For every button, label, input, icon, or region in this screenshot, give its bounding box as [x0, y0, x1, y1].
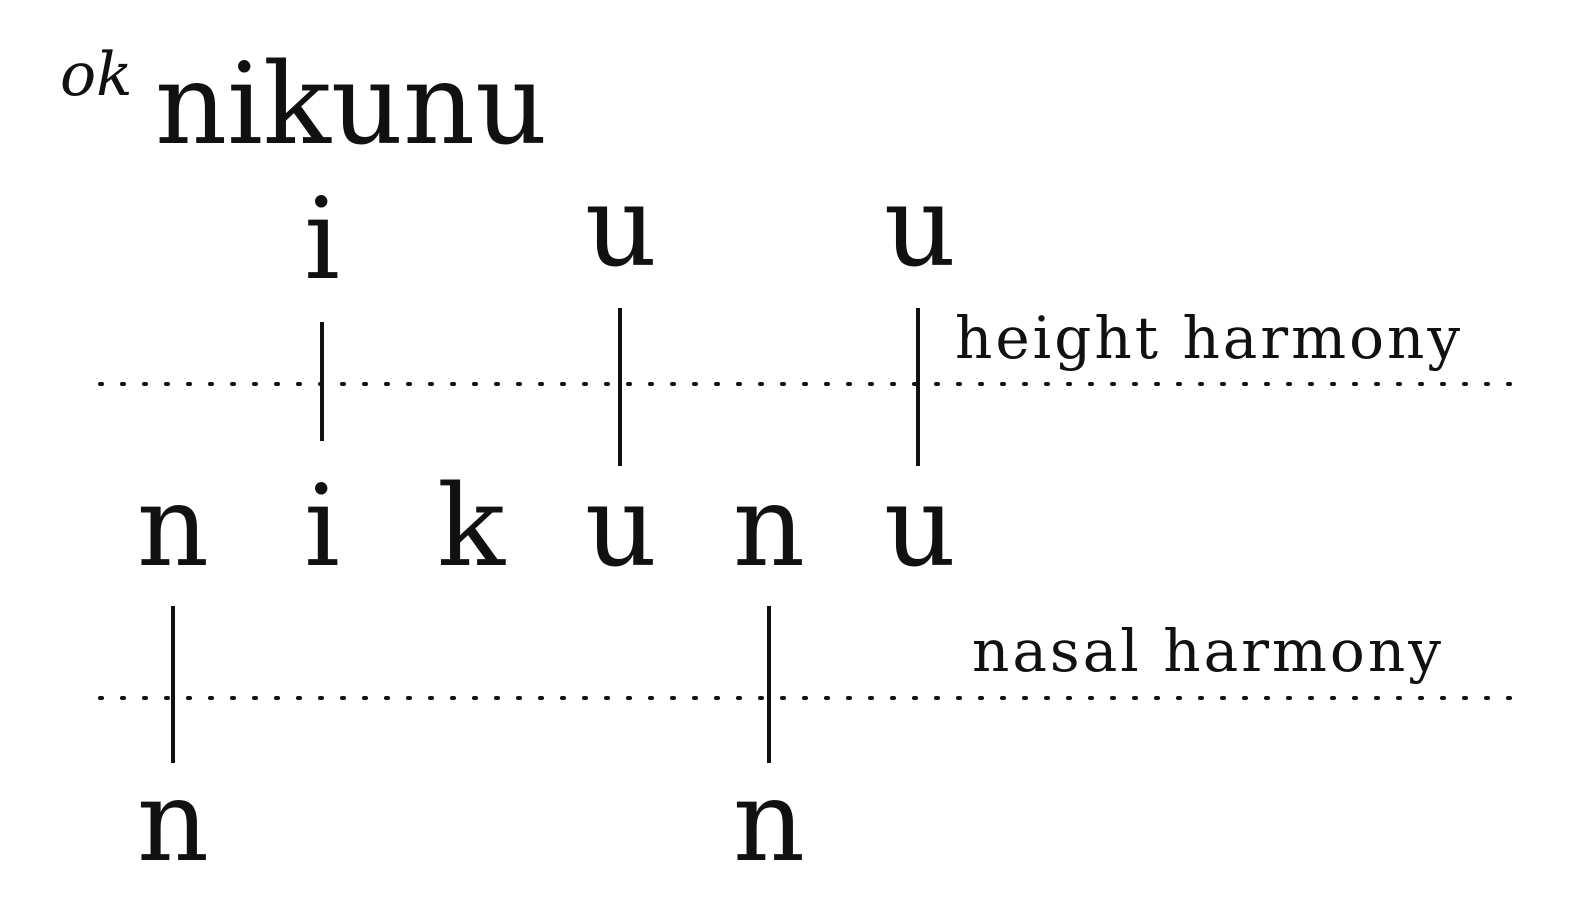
- title-word: nikunu: [155, 40, 547, 170]
- root-tier-segment: k: [437, 462, 506, 592]
- nasal-tier-segment: n: [733, 757, 805, 887]
- root-tier-segment: u: [585, 462, 657, 592]
- height-tier-segment: u: [884, 162, 956, 292]
- root-tier-segment: n: [137, 462, 209, 592]
- root-tier-segment: n: [733, 462, 805, 592]
- nasal-tier-segment: n: [137, 757, 209, 887]
- height-tier-segment: i: [304, 175, 340, 305]
- judgement-mark: ok: [60, 40, 132, 110]
- root-tier-segment: i: [304, 462, 340, 592]
- root-tier-segment: u: [884, 462, 956, 592]
- height-tier-segment: u: [585, 162, 657, 292]
- nasal-harmony-label: nasal harmony: [972, 617, 1444, 685]
- height-harmony-label: height harmony: [955, 304, 1463, 372]
